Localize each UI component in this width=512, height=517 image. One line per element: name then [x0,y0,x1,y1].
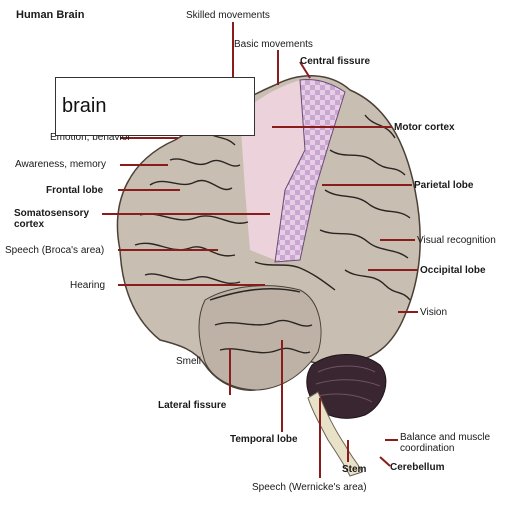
label-awareness-memory: Awareness, memory [15,159,106,170]
label-vision: Vision [420,307,448,318]
answer-text: brain [62,95,107,117]
label-speech-broca: Speech (Broca's area) [5,245,105,256]
label-parietal-lobe: Parietal lobe [414,180,474,191]
label-visual-recognition: Visual recognition [417,235,496,246]
label-cerebellum: Cerebellum [390,462,445,473]
cerebellum-shape [306,354,387,419]
label-skilled-movements: Skilled movements [186,10,270,21]
leader-lines [102,22,418,478]
label-balance: Balance and muscle coordination [400,432,491,454]
label-temporal-lobe: Temporal lobe [230,434,298,445]
answer-text-box[interactable]: brain [55,77,255,136]
label-frontal-lobe: Frontal lobe [46,185,104,196]
label-emotion-behavior: Emotion, behavior [50,132,131,143]
label-central-fissure: Central fissure [300,56,371,67]
motor-cortex-region [274,79,346,263]
label-lateral-fissure: Lateral fissure [158,400,227,411]
label-hearing: Hearing [70,280,106,291]
label-smell: Smell [176,356,202,367]
label-motor-cortex: Motor cortex [394,122,455,133]
label-stem: Stem [342,464,367,475]
label-speech-wernicke: Speech (Wernicke's area) [252,482,367,493]
label-occipital-lobe: Occipital lobe [420,265,486,276]
label-somatosensory-cortex: Somatosensory cortex [14,208,90,230]
label-basic-movements: Basic movements [234,39,313,50]
diagram-title: Human Brain [16,9,85,21]
temporal-lobe-shape [198,285,322,391]
